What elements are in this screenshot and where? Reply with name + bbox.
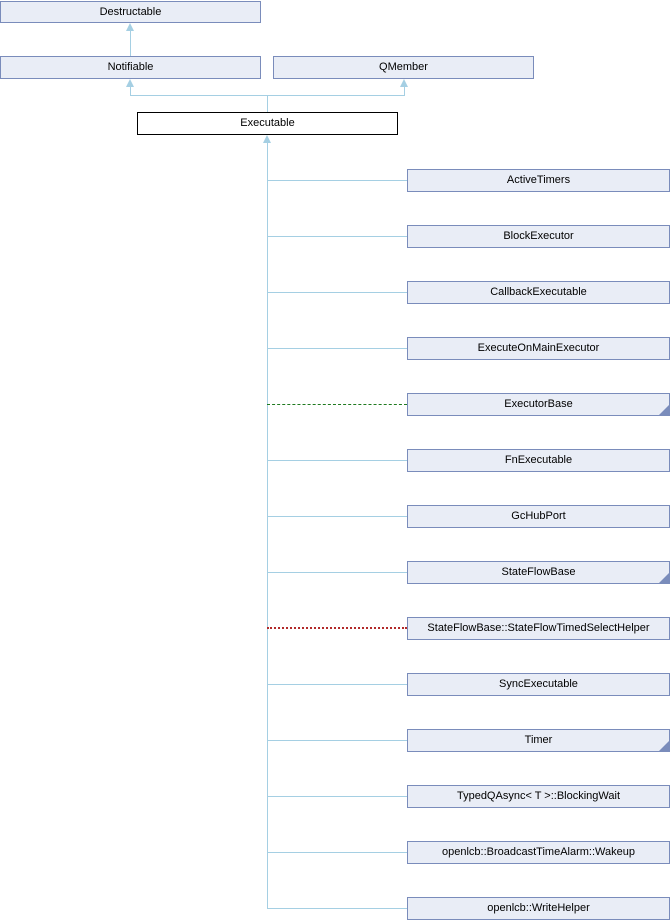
inheritance-arrowhead-qmember [400, 79, 408, 87]
edge-to-writehelper [267, 908, 407, 909]
class-box-blockexecutor[interactable]: BlockExecutor [407, 225, 670, 248]
class-box-notifiable[interactable]: Notifiable [0, 56, 261, 79]
edge-to-timer [267, 740, 407, 741]
class-box-stateflowtimedselecthelper[interactable]: StateFlowBase::StateFlowTimedSelectHelpe… [407, 617, 670, 640]
class-box-timer[interactable]: Timer [407, 729, 670, 752]
edge-executable-up [267, 95, 268, 112]
class-label: Timer [524, 734, 553, 746]
edge-to-activetimers [267, 180, 407, 181]
class-box-syncexecutable[interactable]: SyncExecutable [407, 673, 670, 696]
edge-to-gchubport [267, 516, 407, 517]
edge-to-syncexecutable [267, 684, 407, 685]
class-box-writehelper[interactable]: openlcb::WriteHelper [407, 897, 670, 920]
inheritance-arrowhead-executable [263, 135, 271, 143]
has-subclasses-fold-icon [659, 741, 669, 751]
edge-to-fnexecutable [267, 460, 407, 461]
edge-derived-trunk [267, 142, 268, 908]
edge-up-right-segment [404, 86, 405, 95]
edge-notifiable-destructable [130, 30, 131, 56]
edge-to-stateflowbase [267, 572, 407, 573]
class-box-activetimers[interactable]: ActiveTimers [407, 169, 670, 192]
class-box-gchubport[interactable]: GcHubPort [407, 505, 670, 528]
class-box-blockingwait[interactable]: TypedQAsync< T >::BlockingWait [407, 785, 670, 808]
edge-to-stateflowtimedselecthelper-private [267, 627, 407, 629]
class-box-stateflowbase[interactable]: StateFlowBase [407, 561, 670, 584]
class-box-broadcasttimealarm-wakeup[interactable]: openlcb::BroadcastTimeAlarm::Wakeup [407, 841, 670, 864]
has-subclasses-fold-icon [659, 405, 669, 415]
class-box-destructable[interactable]: Destructable [0, 1, 261, 23]
edge-to-blockingwait [267, 796, 407, 797]
edge-to-executeonmainexecutor [267, 348, 407, 349]
class-box-callbackexecutable[interactable]: CallbackExecutable [407, 281, 670, 304]
edge-to-callbackexecutable [267, 292, 407, 293]
class-box-executeonmainexecutor[interactable]: ExecuteOnMainExecutor [407, 337, 670, 360]
edge-to-executorbase-protected [267, 404, 407, 405]
class-box-qmember[interactable]: QMember [273, 56, 534, 79]
edge-to-blockexecutor [267, 236, 407, 237]
class-box-executorbase[interactable]: ExecutorBase [407, 393, 670, 416]
class-label: StateFlowBase [501, 566, 576, 578]
inheritance-arrowhead-destructable [126, 23, 134, 31]
class-label: ExecutorBase [504, 398, 573, 410]
class-box-executable-current: Executable [137, 112, 398, 135]
inheritance-arrowhead-notifiable [126, 79, 134, 87]
has-subclasses-fold-icon [659, 573, 669, 583]
edge-up-left-segment [130, 86, 131, 95]
class-box-fnexecutable[interactable]: FnExecutable [407, 449, 670, 472]
edge-to-wakeup [267, 852, 407, 853]
